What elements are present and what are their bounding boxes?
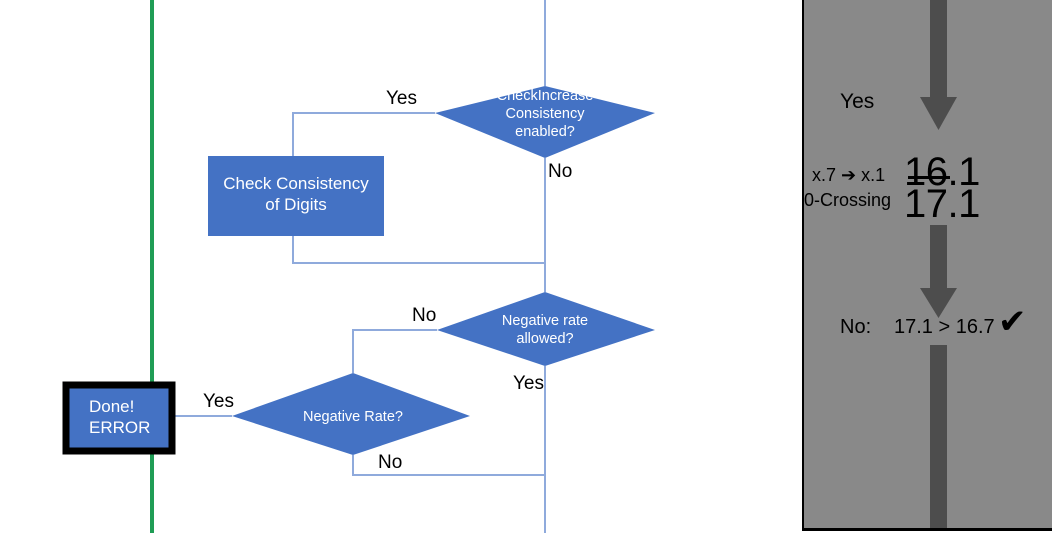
decision-check-increase-consistency[interactable] [435,86,655,158]
connector-process-return [292,236,545,264]
edge-label-negative-rate-no: No [378,452,403,473]
panel-row-0-value: 16.1 [904,150,980,194]
panel-arrows-svg [920,0,957,528]
edge-label-negative-rate-allowed-yes: Yes [513,373,544,394]
process-check-consistency-of-digits[interactable] [208,156,384,236]
connector-check-increase-yes [292,112,435,156]
panel-arrow-shaft-3 [930,345,947,528]
edge-label-negative-rate-yes: Yes [203,391,234,412]
panel-row-1-key: 0-Crossing [804,190,892,210]
panel-row-1-value: 17.1 [904,182,980,226]
connector-negative-rate-no [352,455,545,476]
panel-comparison-expression: 17.1 > 16.7 [894,316,995,338]
edge-label-negative-rate-allowed-no: No [412,305,437,326]
annotation-panel: Yes x.7 ➔ x.1 16.1 0-Crossing 17.1 No: 1… [802,0,1052,531]
decision-negative-rate-allowed[interactable] [437,292,655,366]
panel-arrow-down-2 [920,225,957,318]
panel-branch-label: Yes [840,90,875,113]
panel-row-0-strikethrough [908,176,950,179]
panel-comparison-prefix: No: [840,316,872,338]
terminal-done-error[interactable] [62,381,176,455]
connector-negative-rate-allowed-no [352,329,437,373]
edge-label-check-increase-yes: Yes [386,88,417,109]
decision-negative-rate[interactable] [232,373,470,455]
panel-arrow-down-1 [920,0,957,130]
panel-row-0-key: x.7 ➔ x.1 [812,165,886,185]
edge-label-check-increase-no: No [548,161,573,182]
panel-check-mark-icon: ✔ [998,302,1027,342]
